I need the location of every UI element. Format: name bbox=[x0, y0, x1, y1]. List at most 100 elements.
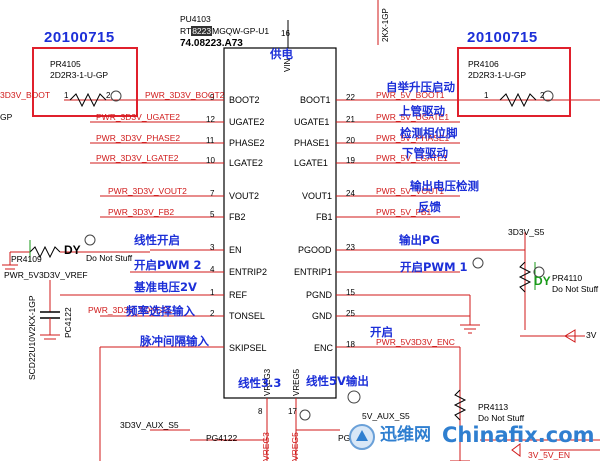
right-net: PWR_5V_FB1 bbox=[376, 207, 432, 217]
pr4110-resistor bbox=[518, 261, 532, 293]
right-pin-num: 23 bbox=[346, 243, 355, 252]
annotation-entrip2: 开启PWM 2 bbox=[134, 258, 202, 272]
annotation-tonsel: 频率选择输入 bbox=[126, 304, 195, 318]
annotation-vreg5: 线性5V输出 bbox=[306, 374, 369, 388]
pr4109-note: Do Not Stuff bbox=[86, 253, 133, 263]
pr4106-pin1: 1 bbox=[484, 91, 489, 100]
annotation-skipsel: 脉冲间隔输入 bbox=[140, 334, 209, 348]
left-pin-name: UGATE2 bbox=[229, 117, 265, 127]
left-net-vref: PWR_5V3D3V_VREF bbox=[4, 270, 88, 280]
left-pin-name: ENTRIP2 bbox=[229, 267, 268, 277]
pr4105-pin2: 2 bbox=[106, 91, 111, 100]
ic-body bbox=[223, 47, 337, 399]
annotation-vreg3: 线性3.3 bbox=[238, 376, 282, 390]
arrow-5v-en bbox=[511, 443, 521, 457]
right-pin-num: 22 bbox=[346, 93, 355, 102]
right-pin-name: UGATE1 bbox=[294, 117, 330, 127]
pr4105-resistor bbox=[69, 92, 107, 108]
right-pin-name: LGATE1 bbox=[294, 158, 328, 168]
bottom-pin-num-vreg3: 8 bbox=[258, 407, 263, 416]
test-points bbox=[84, 90, 554, 421]
left-pin-name: TONSEL bbox=[229, 311, 265, 321]
pr4105-pin1: 1 bbox=[64, 91, 69, 100]
ic-part: RT8223MGQW-GP-U1 bbox=[180, 26, 270, 36]
bottom-wires bbox=[150, 398, 340, 461]
watermark-brand-cn: 迅维网 bbox=[380, 425, 431, 445]
right-net: PWR_5V3D3V_ENC bbox=[376, 337, 455, 347]
rail-3d3v-aux: 3D3V_AUX_S5 bbox=[120, 420, 179, 430]
highlight-box-pr4105 bbox=[32, 47, 138, 117]
annotation-boot1: 自举升压启动 bbox=[386, 80, 455, 94]
pr4113-note: Do Not Stuff bbox=[478, 413, 525, 423]
right-pin-name: PHASE1 bbox=[294, 138, 330, 148]
left-net: PWR_3D3V_BOOT2 bbox=[145, 90, 225, 100]
annotation-entrip1: 开启PWM 1 bbox=[400, 260, 468, 274]
ic-ref: PU4103 bbox=[180, 14, 211, 24]
right-pin-name: GND bbox=[312, 311, 332, 321]
ic-part-number: 74.08223.A73 bbox=[180, 38, 243, 49]
left-pin-name: EN bbox=[229, 245, 242, 255]
pr4106-resistor bbox=[499, 92, 537, 108]
left-pin-name: SKIPSEL bbox=[229, 343, 267, 353]
annotation-en: 线性开启 bbox=[134, 233, 180, 247]
ic-part-prefix: RT bbox=[180, 26, 192, 36]
right-pin-num: 20 bbox=[346, 136, 355, 145]
left-pin-name: VOUT2 bbox=[229, 191, 260, 201]
pr4110-ref: PR4110 bbox=[552, 273, 583, 283]
pr4109-dy: DY bbox=[64, 243, 81, 257]
pr4106-date: 20100715 bbox=[467, 29, 538, 46]
left-pin-name: REF bbox=[229, 290, 247, 300]
annotation-lgate1: 下管驱动 bbox=[402, 146, 448, 160]
right-net: PWR_5V_UGATE1 bbox=[376, 112, 450, 122]
bottom-net-vreg5: VREG5 bbox=[290, 432, 300, 461]
annotation-enc: 开启 bbox=[370, 325, 393, 339]
right-pin-num: 25 bbox=[346, 309, 355, 318]
right-pin-name: FB1 bbox=[316, 212, 333, 222]
pc4122-ref: PC4122 bbox=[63, 307, 73, 338]
left-pin-num: 7 bbox=[210, 189, 215, 198]
right-pin-num: 18 bbox=[346, 340, 355, 349]
ic-part-highlight: 8223 bbox=[191, 26, 213, 36]
left-pin-name: PHASE2 bbox=[229, 138, 265, 148]
watermark-logo-icon bbox=[349, 424, 375, 450]
right-pin-name: BOOT1 bbox=[300, 95, 331, 105]
pr4105-value: 2D2R3-1-U-GP bbox=[50, 70, 109, 80]
left-net: PWR_3D3V_VOUT2 bbox=[108, 186, 187, 196]
left-net: PWR_3D3V_LGATE2 bbox=[96, 153, 179, 163]
annotation-fb1: 反馈 bbox=[418, 200, 441, 214]
annotation-vout1: 输出电压检测 bbox=[410, 179, 479, 193]
right-pin-num: 19 bbox=[346, 156, 355, 165]
right-net: PWR_5V_LGATE1 bbox=[376, 153, 448, 163]
gnd-symbol-pgnd bbox=[460, 324, 480, 334]
left-pin-num: 2 bbox=[210, 309, 215, 318]
left-pin-num: 11 bbox=[206, 136, 215, 145]
pg4122-ref: PG4122 bbox=[206, 433, 238, 443]
pr4113-ref: PR4113 bbox=[478, 402, 509, 412]
arrow-3v bbox=[564, 329, 576, 343]
pr4106-ref: PR4106 bbox=[468, 59, 499, 69]
pr4105-ref: PR4105 bbox=[50, 59, 81, 69]
bottom-net-vreg3: VREG3 bbox=[261, 432, 271, 461]
pr4110-note: Do Not Stuff bbox=[552, 284, 599, 294]
left-net: PWR_3D3V_TONSEL bbox=[88, 305, 173, 315]
left-pin-num: 1 bbox=[210, 288, 215, 297]
pc4122-value: SCD22U10V2KX-1GP bbox=[27, 295, 37, 380]
pr4113-resistor bbox=[453, 389, 467, 421]
left-pin-num: 4 bbox=[210, 265, 215, 274]
ic-pin16: 16 bbox=[281, 29, 290, 38]
right-pin-name: ENTRIP1 bbox=[294, 267, 333, 277]
left-pin-num: 3 bbox=[210, 243, 215, 252]
pr4105-date: 20100715 bbox=[44, 29, 115, 46]
pr4106-pin2: 2 bbox=[540, 91, 545, 100]
ic-part-suffix: MGQW-GP-U1 bbox=[212, 26, 270, 36]
right-pin-num: 24 bbox=[346, 189, 355, 198]
rail-5v-en: 3V_5V_EN bbox=[528, 450, 571, 460]
bottom-pin-vreg5: VREG5 bbox=[292, 368, 301, 396]
left-net: PWR_3D3V_PHASE2 bbox=[96, 133, 181, 143]
rail-5v-aux: 5V_AUX_S5 bbox=[362, 411, 410, 421]
annotation-ref: 基准电压2V bbox=[134, 280, 197, 294]
left-pin-num: 10 bbox=[206, 156, 215, 165]
watermark-brand-en: Chinafix.com bbox=[442, 423, 595, 447]
left-net-faint: 3D3V_BOOT bbox=[0, 90, 51, 100]
